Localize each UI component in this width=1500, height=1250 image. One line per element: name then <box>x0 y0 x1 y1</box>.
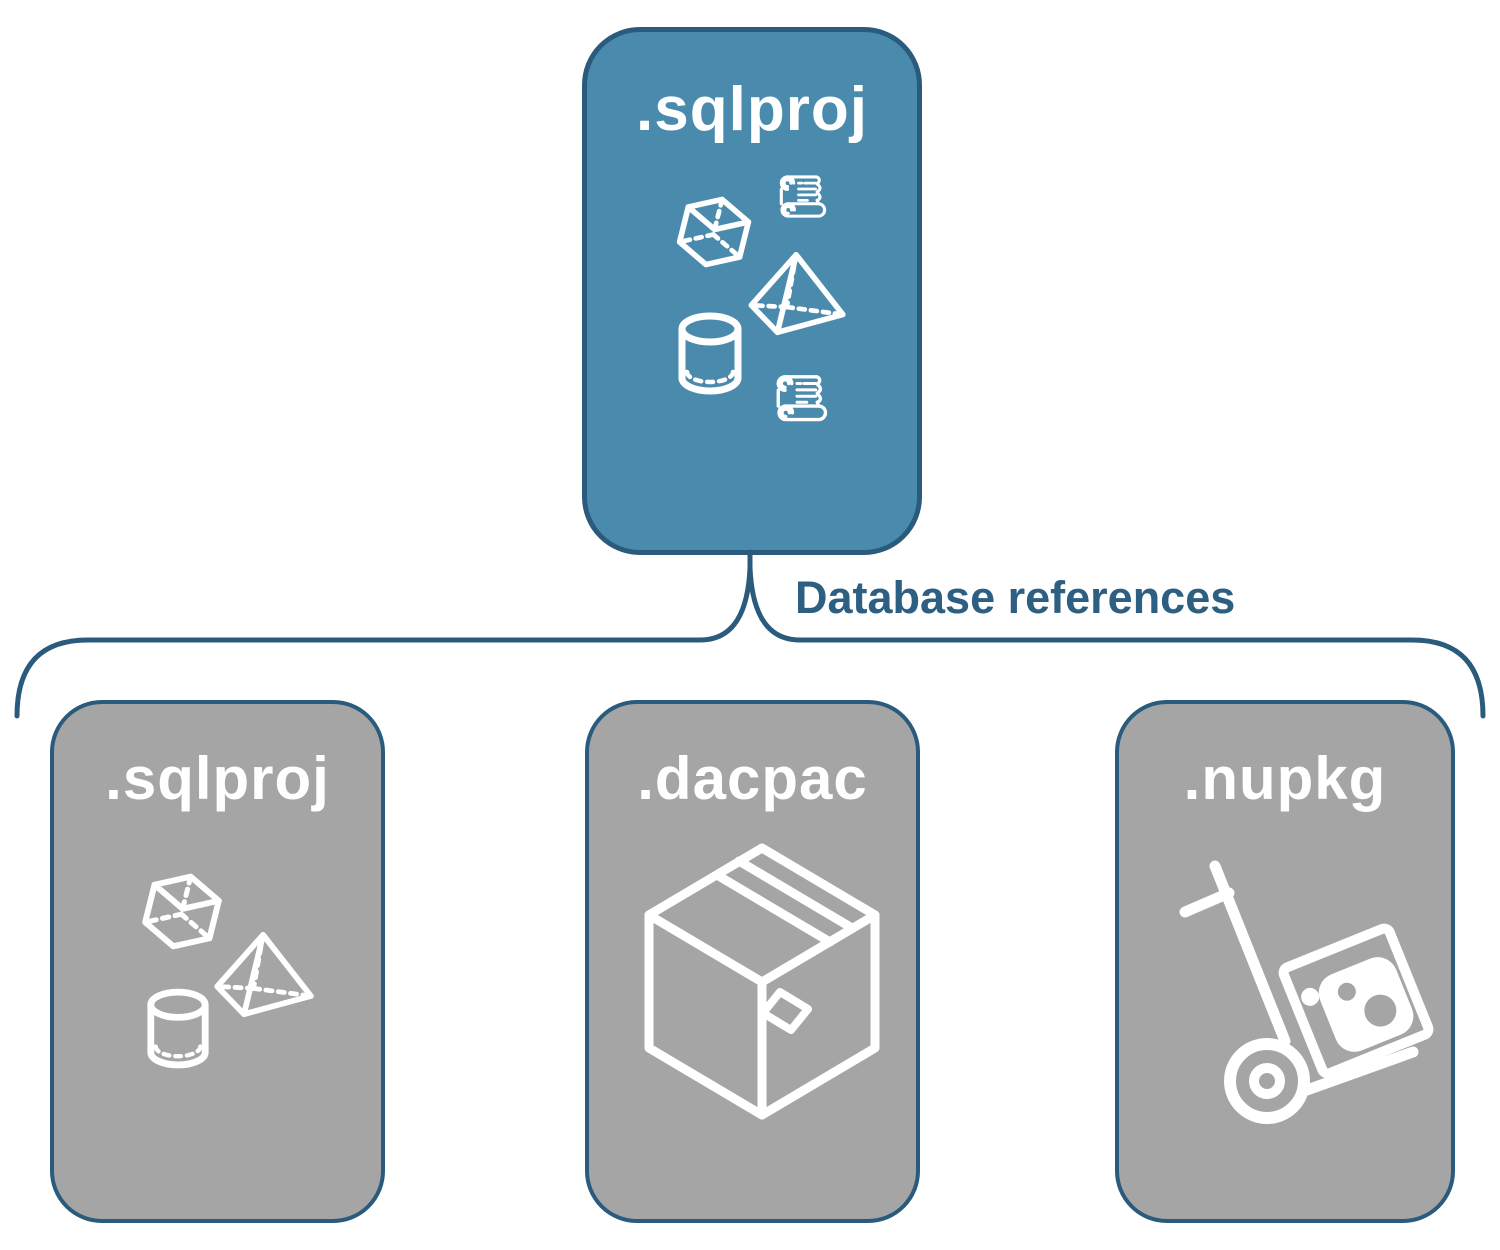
child-card-title: .dacpac <box>637 745 868 812</box>
root-card-title: .sqlproj <box>636 75 868 144</box>
package-box-icon <box>644 842 884 1122</box>
root-card-sqlproj: .sqlproj <box>582 27 922 555</box>
child-card-title: .sqlproj <box>105 745 330 812</box>
scroll-icon <box>773 168 835 223</box>
child-card-dacpac: .dacpac <box>585 700 920 1223</box>
child-card-nupkg: .nupkg <box>1115 700 1455 1223</box>
pyramid-icon <box>214 932 316 1018</box>
hand-truck-nuget-icon <box>1177 849 1447 1149</box>
connector-label: Database references <box>795 572 1236 623</box>
cylinder-icon <box>144 988 212 1071</box>
scroll-icon <box>769 367 837 427</box>
child-card-sqlproj: .sqlproj <box>50 700 385 1223</box>
cylinder-icon <box>675 312 745 397</box>
child-card-title: .nupkg <box>1183 745 1387 812</box>
pyramid-icon <box>745 252 851 336</box>
